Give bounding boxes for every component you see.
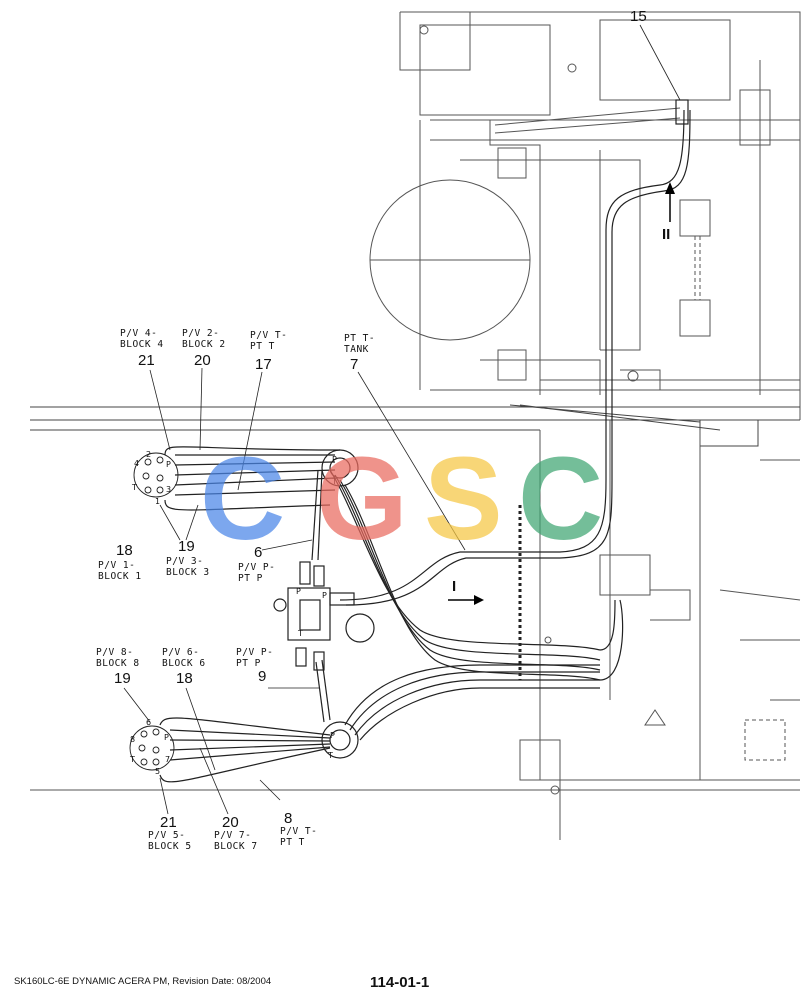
label-pvp-ptp-top: P/V P- PT P bbox=[238, 562, 276, 584]
label-pv1-block1: P/V 1- BLOCK 1 bbox=[98, 560, 142, 582]
svg-text:T: T bbox=[129, 755, 135, 764]
label-ptt-tank: PT T- TANK bbox=[344, 333, 376, 355]
footer-model-revision: SK160LC-6E DYNAMIC ACERA PM, Revision Da… bbox=[14, 976, 272, 987]
watermark-letter-c1: C bbox=[200, 433, 286, 565]
svg-text:P: P bbox=[322, 591, 327, 600]
view-arrows bbox=[448, 192, 671, 601]
svg-text:T: T bbox=[331, 477, 337, 486]
callout-15: 15 bbox=[630, 8, 647, 25]
callout-18-low: 18 bbox=[176, 670, 193, 687]
callout-19-mid: 19 bbox=[178, 538, 195, 555]
tank-return-line bbox=[339, 99, 691, 606]
pilot-valve-block bbox=[273, 561, 375, 671]
svg-text:P: P bbox=[164, 733, 169, 742]
callout-19-low: 19 bbox=[114, 670, 131, 687]
svg-text:P: P bbox=[332, 455, 337, 464]
svg-text:4: 4 bbox=[134, 459, 139, 468]
svg-text:3: 3 bbox=[166, 485, 171, 494]
label-pv5-block5: P/V 5- BLOCK 5 bbox=[148, 830, 192, 852]
callout-21-top: 21 bbox=[138, 352, 155, 369]
callout-18-mid: 18 bbox=[116, 542, 133, 559]
callout-7: 7 bbox=[350, 356, 359, 373]
label-pv8-block8: P/V 8- BLOCK 8 bbox=[96, 647, 140, 669]
callout-6: 6 bbox=[254, 544, 263, 561]
view-marker-i: I bbox=[452, 578, 457, 595]
svg-text:T: T bbox=[131, 483, 137, 492]
callout-9: 9 bbox=[258, 668, 267, 685]
leader-lines bbox=[123, 24, 681, 815]
watermark-letter-s: S bbox=[424, 433, 503, 565]
frame-rails bbox=[30, 404, 800, 447]
callout-20-bot: 20 bbox=[222, 814, 239, 831]
label-pv3-block3: P/V 3- BLOCK 3 bbox=[166, 556, 210, 578]
svg-text:P: P bbox=[166, 460, 171, 469]
svg-text:T: T bbox=[297, 629, 303, 638]
footer-page-number: 114-01-1 bbox=[370, 974, 430, 991]
callout-17: 17 bbox=[255, 356, 272, 373]
rotary-ports-upper bbox=[133, 452, 179, 498]
svg-text:2: 2 bbox=[146, 450, 151, 459]
watermark-letter-g: G bbox=[316, 433, 408, 565]
svg-text:7: 7 bbox=[165, 755, 170, 764]
callout-20-top: 20 bbox=[194, 352, 211, 369]
svg-text:6: 6 bbox=[146, 718, 151, 727]
svg-text:P: P bbox=[296, 587, 301, 596]
label-pv2-block2: P/V 2- BLOCK 2 bbox=[182, 328, 226, 350]
watermark-letter-c2: C bbox=[518, 433, 604, 565]
label-pv4-block4: P/V 4- BLOCK 4 bbox=[120, 328, 164, 350]
label-pvp-ptp-low: P/V P- PT P bbox=[236, 647, 274, 669]
svg-text:P: P bbox=[330, 731, 335, 740]
upper-frame bbox=[369, 11, 801, 420]
rotary-ports-lower bbox=[129, 725, 175, 771]
label-pv7-block7: P/V 7- BLOCK 7 bbox=[214, 830, 258, 852]
callout-8: 8 bbox=[284, 810, 293, 827]
callout-21-bot: 21 bbox=[160, 814, 177, 831]
label-pvt-ptt-top: P/V T- PT T bbox=[250, 330, 288, 352]
label-pvt-ptt-low: P/V T- PT T bbox=[280, 826, 318, 848]
svg-text:1: 1 bbox=[155, 497, 160, 506]
view-marker-ii: II bbox=[662, 226, 671, 243]
svg-text:T: T bbox=[327, 751, 333, 760]
svg-text:8: 8 bbox=[130, 735, 135, 744]
label-pv6-block6: P/V 6- BLOCK 6 bbox=[162, 647, 206, 669]
svg-text:5: 5 bbox=[155, 767, 160, 776]
port-letters: 24 P T 31 6 8 P T 75 P T P P T P T bbox=[129, 450, 337, 776]
lower-hose-bundle bbox=[159, 659, 600, 783]
lower-frame bbox=[30, 420, 801, 840]
